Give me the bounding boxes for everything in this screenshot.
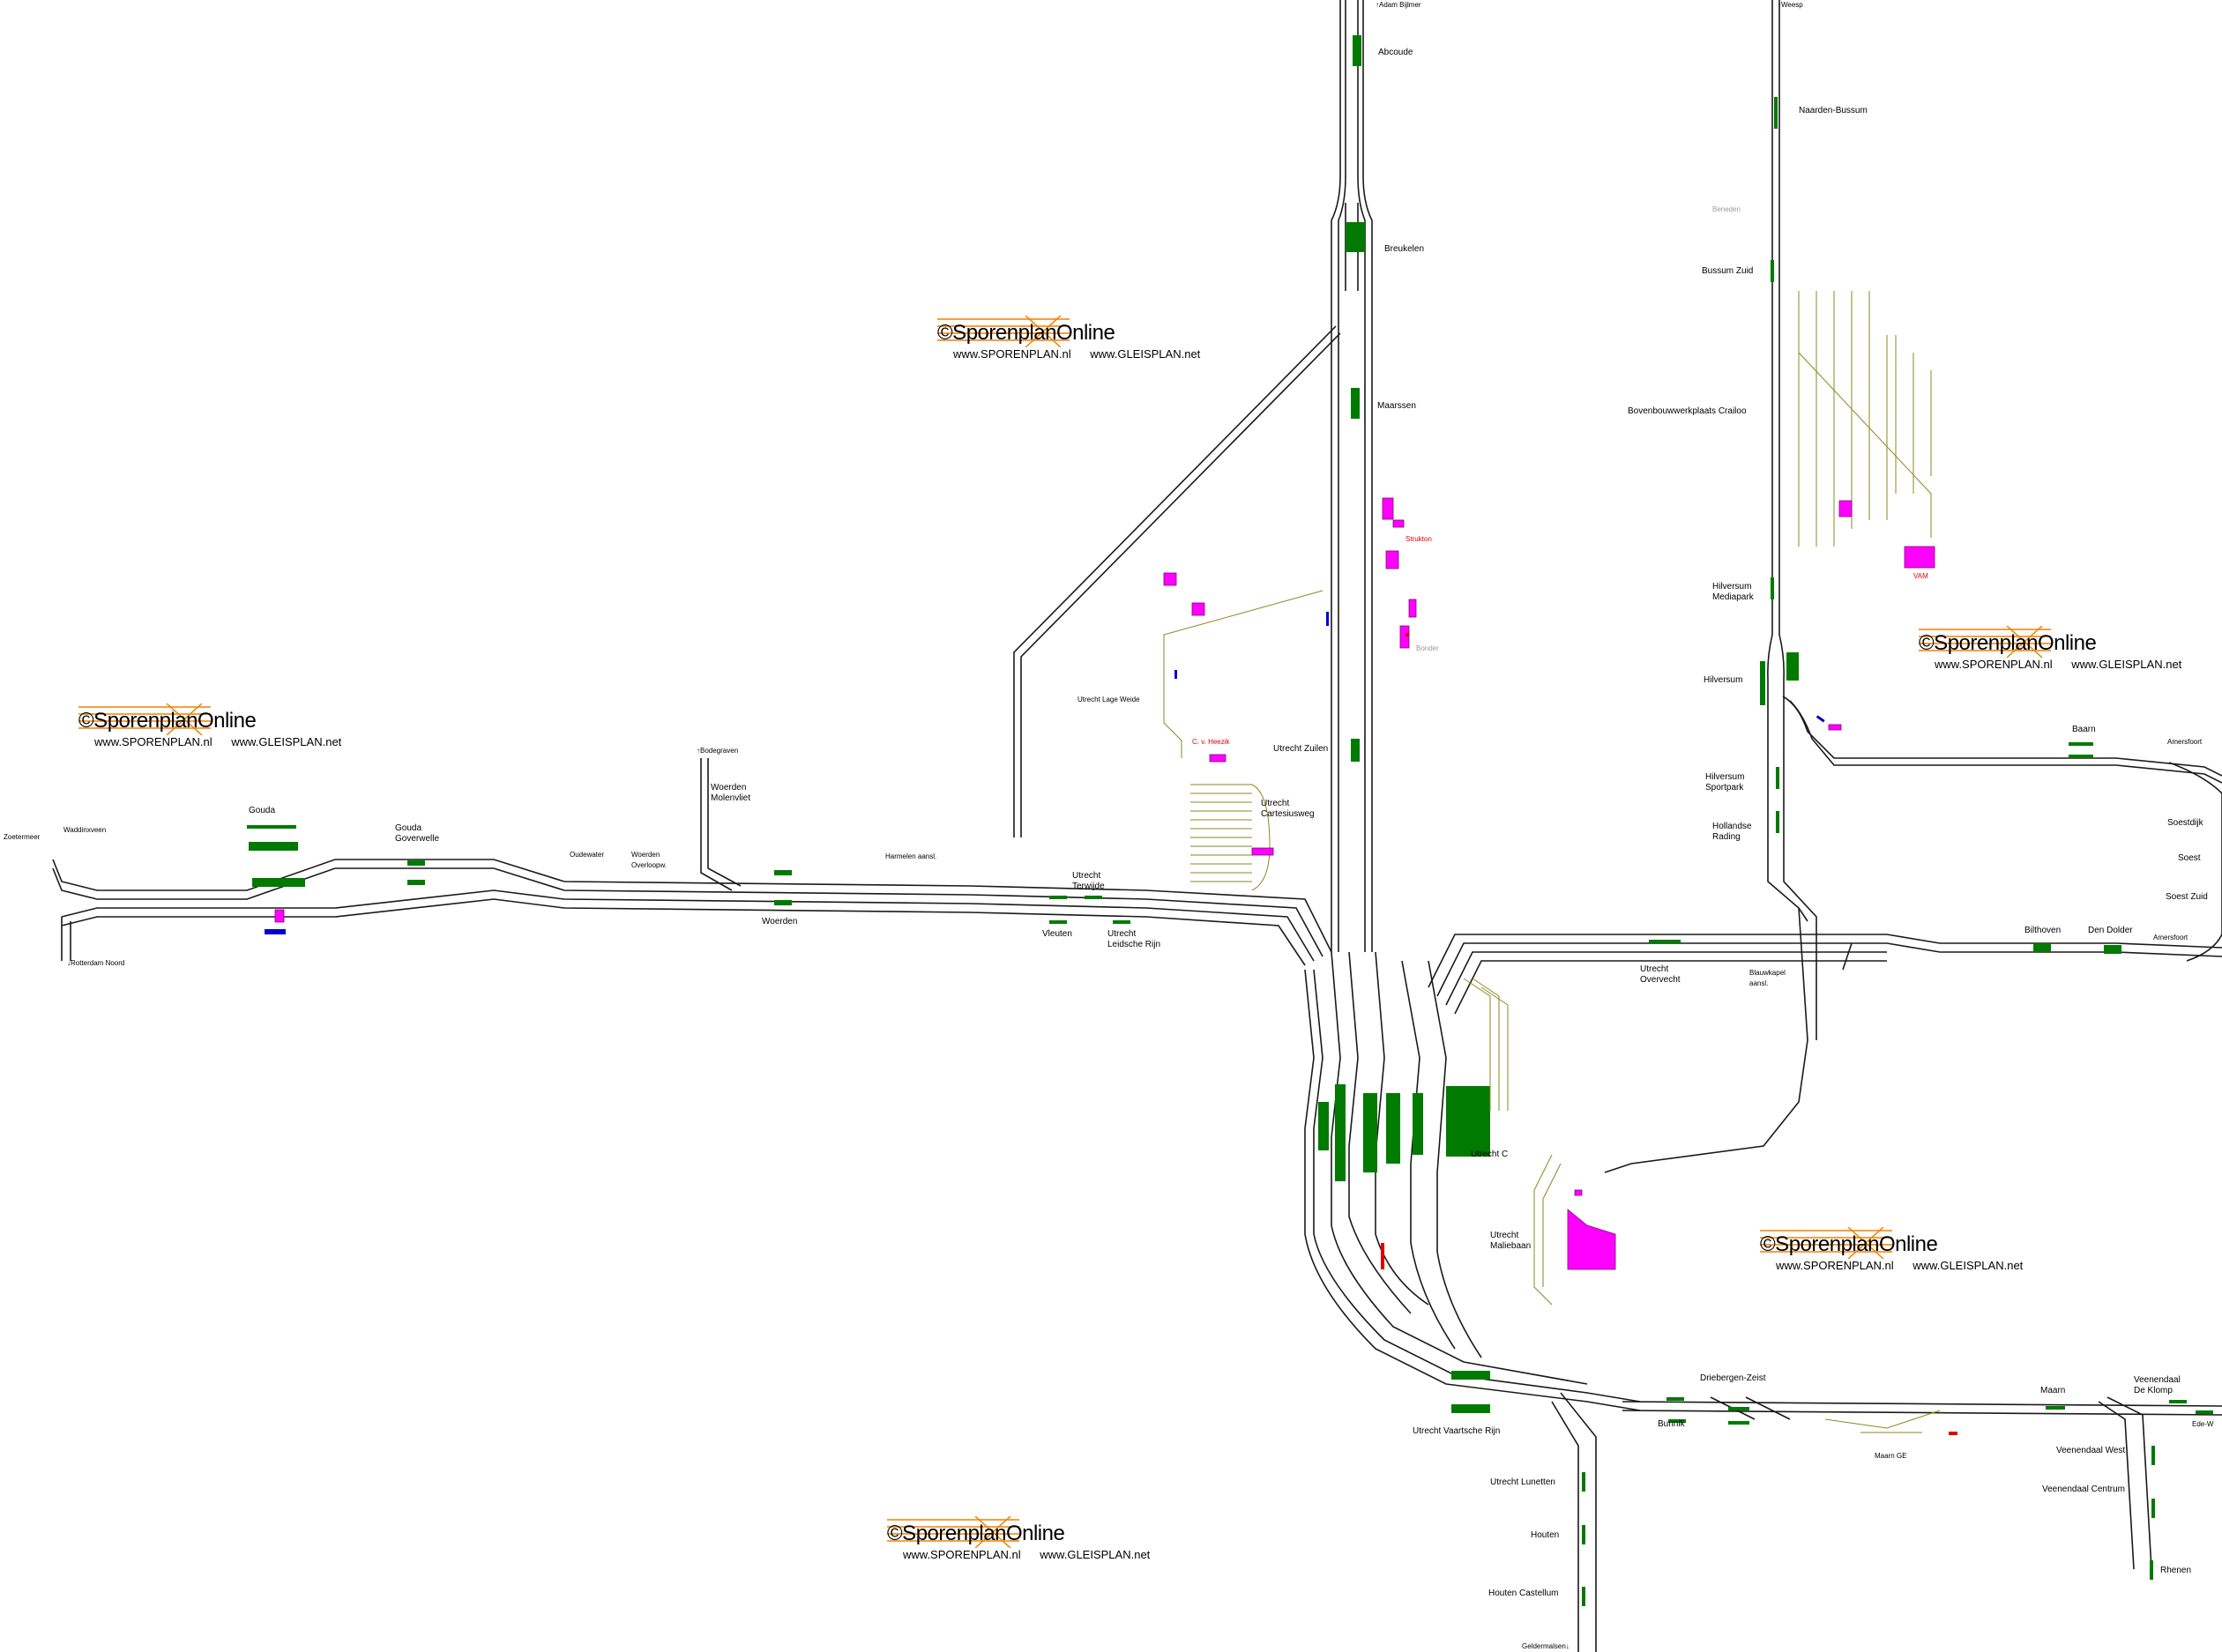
- yard-tracks: [1163, 291, 1941, 1433]
- station-woerden-overloopw: Woerden Overloopw.: [631, 851, 667, 869]
- watermark-lines: [887, 1516, 1019, 1548]
- station-bussum-zuid: Bussum Zuid: [1702, 266, 1754, 276]
- station-den-dolder: Den Dolder: [2088, 926, 2133, 935]
- watermark-lines: [78, 703, 211, 735]
- station-oudewater: Oudewater: [570, 851, 605, 859]
- mainline-tracks: [52, 0, 2222, 1652]
- watermark-title: ©SporenplanOnline: [1919, 631, 2097, 655]
- direction-amersfoort: Amersfoort: [2167, 738, 2203, 746]
- station-hollandse-rading: Hollandse Rading: [1712, 822, 1752, 842]
- station-maarn: Maarn: [2040, 1386, 2066, 1395]
- station-utrecht-lunetten: Utrecht Lunetten: [1490, 1477, 1555, 1487]
- watermark: ©SporenplanOnline www.SPORENPLAN.nl www.…: [887, 1516, 1178, 1569]
- blue-markers: [265, 612, 1825, 934]
- watermark-title: ©SporenplanOnline: [887, 1522, 1065, 1545]
- watermark-title: ©SporenplanOnline: [1760, 1232, 1938, 1256]
- watermark: ©SporenplanOnline www.SPORENPLAN.nl www.…: [1760, 1227, 2051, 1280]
- watermark-url-1: www.SPORENPLAN.nl: [903, 1548, 1021, 1561]
- red-markers: [1381, 633, 1957, 1435]
- direction-weesp: ↑Weesp: [1778, 1, 1803, 9]
- watermark-title: ©SporenplanOnline: [78, 709, 257, 733]
- station-utrecht-vaartsche-rijn: Utrecht Vaartsche Rijn: [1413, 1426, 1501, 1436]
- direction-ede-w: Ede-W: [2192, 1420, 2214, 1428]
- station-rhenen: Rhenen: [2160, 1566, 2192, 1575]
- station-waddinxveen: Waddinxveen: [63, 826, 107, 834]
- station-bunnik: Bunnik: [1658, 1419, 1685, 1429]
- direction-rotterdam-noord: ↓Rotterdam Noord: [67, 959, 125, 967]
- station-driebergen-zeist: Driebergen-Zeist: [1700, 1373, 1766, 1383]
- station-utrecht-lage-weide: Utrecht Lage Weide: [1077, 696, 1140, 703]
- watermark-title: ©SporenplanOnline: [937, 321, 1115, 345]
- watermark-url-1: www.SPORENPLAN.nl: [1935, 658, 2053, 671]
- station-harmelen-aansl: Harmelen aansl.: [885, 852, 937, 860]
- watermark-url-2: www.GLEISPLAN.net: [1040, 1548, 1151, 1561]
- station-hilversum-sportpark: Hilversum Sportpark: [1705, 772, 1745, 793]
- watermark: ©SporenplanOnline www.SPORENPLAN.nl www.…: [1919, 626, 2210, 679]
- station-utrecht-leidsche-rijn: Utrecht Leidsche Rijn: [1107, 929, 1161, 949]
- direction-amersfoort: Amersfoort: [2153, 934, 2188, 941]
- station-hilversum-mediapark: Hilversum Mediapark: [1712, 582, 1754, 602]
- station-gouda: Gouda: [249, 806, 276, 815]
- siding-beneden: Beneden: [1712, 205, 1741, 213]
- watermark-url-2: www.GLEISPLAN.net: [1090, 347, 1201, 361]
- watermark-lines: [1919, 626, 2051, 658]
- station-abcoude: Abcoude: [1378, 48, 1413, 57]
- siding-strukton: Strukton: [1406, 535, 1432, 543]
- watermark-url-1: www.SPORENPLAN.nl: [953, 347, 1071, 361]
- station-baarn: Baarn: [2072, 725, 2096, 734]
- station-bilthoven: Bilthoven: [2024, 926, 2062, 935]
- station-blauwkapel-aansl: Blauwkapel aansl.: [1749, 969, 1786, 987]
- station-veenendaal-de-klomp: Veenendaal De Klomp: [2134, 1375, 2181, 1395]
- watermark-urls: www.SPORENPLAN.nl www.GLEISPLAN.net: [953, 347, 1200, 361]
- station-woerden: Woerden: [762, 917, 798, 926]
- watermark: ©SporenplanOnline www.SPORENPLAN.nl www.…: [78, 703, 369, 756]
- watermark-urls: www.SPORENPLAN.nl www.GLEISPLAN.net: [903, 1548, 1150, 1561]
- station-zoetermeer: Zoetermeer: [4, 833, 41, 841]
- watermark-urls: www.SPORENPLAN.nl www.GLEISPLAN.net: [94, 735, 341, 748]
- station-hilversum: Hilversum: [1704, 675, 1743, 685]
- watermark-lines: [1760, 1227, 1892, 1259]
- station-soest: Soest: [2178, 853, 2201, 863]
- station-veenendaal-west: Veenendaal West: [2056, 1446, 2126, 1455]
- direction-bodegraven: ↑Bodegraven: [697, 747, 739, 755]
- station-utrecht-maliebaan: Utrecht Maliebaan: [1490, 1231, 1532, 1251]
- platforms: [247, 35, 2213, 1606]
- station-woerden-molenvliet: Woerden Molenvliet: [711, 783, 751, 803]
- watermark-urls: www.SPORENPLAN.nl www.GLEISPLAN.net: [1776, 1259, 2023, 1272]
- station-utrecht-terwijde: Utrecht Terwijde: [1072, 871, 1105, 891]
- station-houten-castellum: Houten Castellum: [1488, 1589, 1559, 1598]
- siding-bonder: Bonder: [1416, 644, 1439, 652]
- station-maarn-ge: Maarn GE: [1875, 1452, 1907, 1460]
- watermark-lines: [937, 316, 1070, 347]
- station-utrecht-overvecht: Utrecht Overvecht: [1640, 964, 1681, 985]
- watermark-url-2: www.GLEISPLAN.net: [1913, 1259, 2024, 1272]
- station-vleuten: Vleuten: [1042, 929, 1072, 939]
- watermark-urls: www.SPORENPLAN.nl www.GLEISPLAN.net: [1935, 658, 2181, 671]
- station-soestdijk: Soestdijk: [2167, 818, 2203, 828]
- watermark-url-1: www.SPORENPLAN.nl: [1776, 1259, 1894, 1272]
- watermark-url-1: www.SPORENPLAN.nl: [94, 735, 213, 748]
- station-utrecht-cartesiusweg: Utrecht Cartesiusweg: [1261, 799, 1315, 819]
- buildings: [274, 497, 1935, 1270]
- station-utrecht-c: Utrecht C: [1471, 1150, 1509, 1159]
- station-houten: Houten: [1531, 1530, 1560, 1540]
- watermark: ©SporenplanOnline www.SPORENPLAN.nl www.…: [937, 316, 1228, 368]
- siding-c-v-heezik: C. v. Heezik: [1192, 738, 1230, 746]
- station-soest-zuid: Soest Zuid: [2166, 892, 2208, 902]
- station-veenendaal-centrum: Veenendaal Centrum: [2042, 1485, 2125, 1494]
- station-breukelen: Breukelen: [1384, 244, 1425, 254]
- watermark-url-2: www.GLEISPLAN.net: [231, 735, 342, 748]
- station-gouda-goverwelle: Gouda Goverwelle: [395, 823, 440, 844]
- station-naarden-bussum: Naarden-Bussum: [1799, 106, 1868, 115]
- direction-geldermalsen: Geldermalsen↓: [1522, 1642, 1570, 1650]
- direction-adam-bijlmer: ↑Adam Bijlmer: [1376, 1, 1421, 9]
- siding-vam: VAM: [1913, 572, 1928, 580]
- station-bovenbouwwerkplaats-crailoo: Bovenbouwwerkplaats Crailoo: [1628, 406, 1747, 416]
- station-utrecht-zuilen: Utrecht Zuilen: [1273, 744, 1329, 754]
- station-maarssen: Maarssen: [1377, 401, 1416, 411]
- watermark-url-2: www.GLEISPLAN.net: [2071, 658, 2182, 671]
